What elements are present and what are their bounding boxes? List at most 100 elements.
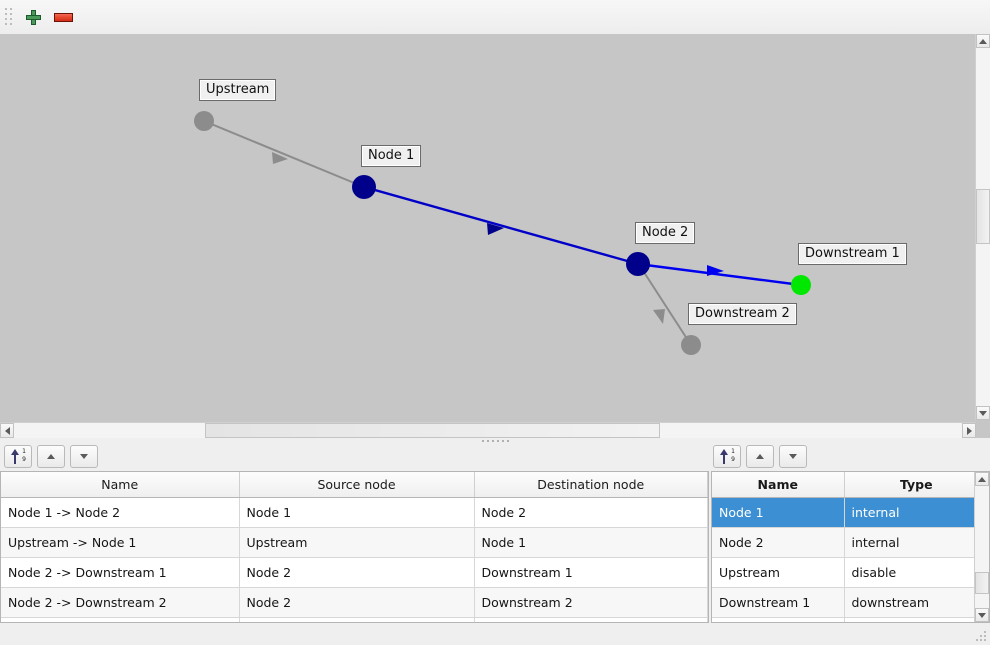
scroll-left-button[interactable]	[0, 423, 14, 438]
edges-cell-source[interactable]: Node 2	[239, 557, 475, 588]
resize-grip-icon[interactable]	[976, 631, 988, 643]
move-down-icon	[789, 453, 797, 459]
chevron-down-icon	[979, 410, 987, 416]
graph-edges	[194, 111, 811, 355]
edges-cell-source[interactable]: Node 2	[239, 587, 475, 618]
table-row[interactable]: Node 2 -> Downstream 2 Node 2 Downstream…	[1, 587, 708, 618]
table-row[interactable]: Upstream -> Node 1 Upstream Node 1	[1, 527, 708, 558]
add-button[interactable]	[18, 3, 48, 31]
nodes-move-up-button[interactable]	[746, 444, 774, 468]
edges-grid: Name Source node Destination node Node 1…	[1, 472, 708, 622]
edge-node2-downstream2	[639, 265, 692, 346]
nodes-grid: Name Type Node 1 internal Node 2 interna…	[712, 472, 989, 622]
edges-cell-name[interactable]: Upstream -> Node 1	[1, 527, 240, 558]
edges-cell-destination[interactable]: Node 1	[474, 527, 708, 558]
nodes-cell-type[interactable]: internal	[844, 497, 989, 528]
canvas-horizontal-scroll-thumb[interactable]	[205, 423, 660, 438]
table-row[interactable]: Node 2 -> Downstream 1 Node 2 Downstream…	[1, 557, 708, 588]
graph-node-label-downstream1[interactable]: Downstream 1	[798, 243, 907, 265]
table-row[interactable]: Upstream disable	[712, 557, 989, 588]
toolbar-drag-handle[interactable]	[4, 6, 14, 28]
nodes-scroll-down-button[interactable]	[975, 608, 989, 622]
edge-node2-downstream1	[637, 262, 802, 287]
canvas-vertical-scroll-thumb[interactable]	[976, 189, 990, 244]
nodes-cell-name[interactable]: Downstream 1	[712, 587, 845, 618]
nodes-cell-type[interactable]: internal	[844, 527, 989, 558]
splitter-grip-icon	[481, 440, 509, 442]
edges-column-name[interactable]: Name	[1, 472, 240, 498]
table-row[interactable]: Node 1 internal	[712, 497, 989, 528]
edge-upstream-node1	[203, 120, 365, 188]
edges-cell-source[interactable]: Upstream	[239, 527, 475, 558]
table-row[interactable]: Node 2 internal	[712, 527, 989, 558]
edges-move-up-button[interactable]	[37, 444, 65, 468]
panel-splitter[interactable]	[0, 438, 990, 444]
table-row[interactable]: Node 1 -> Node 2 Node 1 Node 2	[1, 497, 708, 528]
edges-table-header-row: Name Source node Destination node	[1, 472, 708, 498]
graph-node-downstream1	[791, 275, 811, 295]
plus-icon	[25, 9, 41, 25]
nodes-table-vertical-scrollbar[interactable]	[974, 472, 989, 622]
nodes-column-name[interactable]: Name	[712, 472, 845, 498]
edges-empty-cell	[1, 617, 240, 622]
nodes-scroll-up-button[interactable]	[975, 472, 989, 486]
nodes-cell-name[interactable]: Node 1	[712, 497, 845, 528]
edges-cell-destination[interactable]: Node 2	[474, 497, 708, 528]
scroll-up-button[interactable]	[976, 34, 990, 48]
move-down-icon	[80, 453, 88, 459]
nodes-cell-type[interactable]: disable	[844, 557, 989, 588]
remove-button[interactable]	[48, 3, 78, 31]
scroll-down-button[interactable]	[976, 406, 990, 420]
graph-node-downstream2	[681, 335, 701, 355]
edges-cell-source[interactable]: Node 1	[239, 497, 475, 528]
chevron-up-icon	[978, 476, 986, 482]
nodes-column-type[interactable]: Type	[844, 472, 989, 498]
graph-node-label-upstream[interactable]: Upstream	[199, 79, 277, 101]
edges-cell-destination[interactable]: Downstream 1	[474, 557, 708, 588]
nodes-table[interactable]: Name Type Node 1 internal Node 2 interna…	[711, 471, 990, 623]
main-toolbar	[0, 0, 990, 35]
graph-node-upstream	[194, 111, 214, 131]
edges-move-down-button[interactable]	[70, 444, 98, 468]
edges-table[interactable]: Name Source node Destination node Node 1…	[0, 471, 709, 623]
move-up-icon	[47, 453, 55, 459]
edges-cell-name[interactable]: Node 2 -> Downstream 2	[1, 587, 240, 618]
graph-node-label-node1[interactable]: Node 1	[361, 145, 422, 167]
nodes-empty-cell	[712, 617, 845, 622]
edges-column-source[interactable]: Source node	[239, 472, 475, 498]
canvas-horizontal-scrollbar[interactable]	[0, 422, 976, 438]
chevron-up-icon	[979, 38, 987, 44]
graph-node-label-downstream2[interactable]: Downstream 2	[688, 303, 797, 325]
edges-cell-name[interactable]: Node 2 -> Downstream 1	[1, 557, 240, 588]
nodes-cell-name[interactable]: Node 2	[712, 527, 845, 558]
graph-node-label-node2[interactable]: Node 2	[635, 222, 696, 244]
graph-node-node2	[626, 252, 650, 276]
graph-view[interactable]: Upstream Node 1 Node 2 Downstream 1 Down…	[0, 34, 976, 420]
chevron-down-icon	[978, 612, 986, 618]
chevron-left-icon	[4, 426, 10, 435]
edges-empty-cell	[474, 617, 708, 622]
edges-cell-name[interactable]: Node 1 -> Node 2	[1, 497, 240, 528]
nodes-cell-type[interactable]: downstream	[844, 587, 989, 618]
nodes-move-down-button[interactable]	[779, 444, 807, 468]
move-up-icon	[756, 453, 764, 459]
scroll-right-button[interactable]	[962, 423, 976, 438]
minus-icon	[53, 12, 73, 22]
canvas-vertical-scrollbar[interactable]	[975, 34, 990, 420]
status-bar	[0, 623, 990, 645]
table-row[interactable]: Downstream 1 downstream	[712, 587, 989, 618]
nodes-cell-name[interactable]: Upstream	[712, 557, 845, 588]
nodes-table-scroll-thumb[interactable]	[975, 572, 989, 594]
edges-column-destination[interactable]: Destination node	[474, 472, 708, 498]
edges-cell-destination[interactable]: Downstream 2	[474, 587, 708, 618]
nodes-table-header-row: Name Type	[712, 472, 989, 498]
edges-table-empty-row[interactable]	[1, 617, 708, 622]
graph-node-node1	[352, 175, 376, 199]
edges-empty-cell	[239, 617, 475, 622]
